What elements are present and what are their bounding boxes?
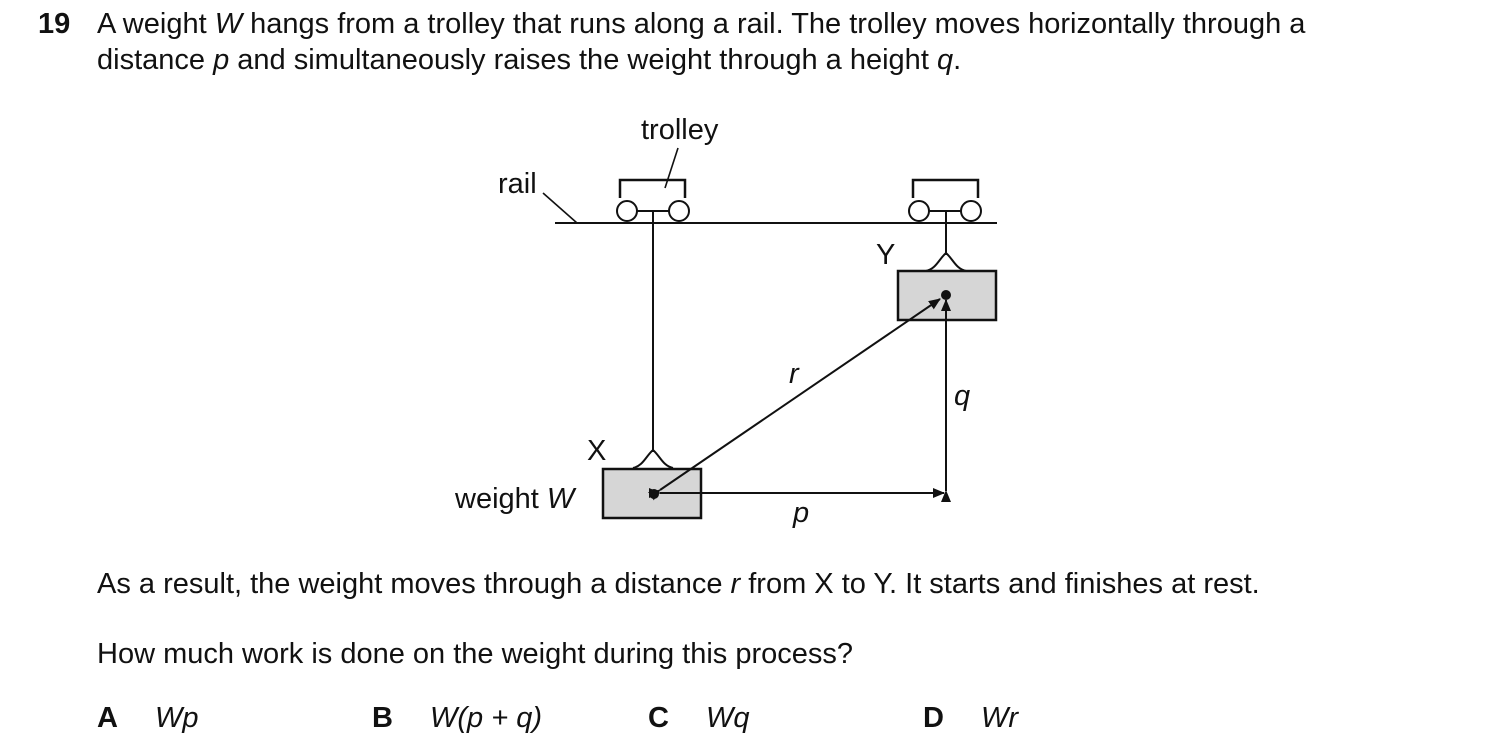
stem-text: and simultaneously raises the weight thr… (229, 44, 937, 76)
trolley-wheel (668, 200, 690, 222)
stem-symbol-p: p (213, 44, 230, 76)
option-text: Wr (981, 702, 1019, 734)
arrow-r (648, 298, 941, 501)
option-a[interactable]: A Wp (97, 700, 199, 736)
label-weight-text: weight (454, 483, 547, 515)
label-p: p (792, 497, 809, 529)
label-q: q (954, 380, 970, 412)
point-y-dot (941, 290, 951, 300)
trolley-wheel (908, 200, 930, 222)
stem-text: . (953, 44, 962, 76)
option-text: W(p + q) (430, 702, 542, 734)
result-symbol-r: r (730, 568, 741, 600)
stem-text: A weight (97, 8, 215, 40)
option-text: Wp (155, 702, 199, 734)
option-letter: D (923, 702, 944, 734)
trolley-wheel (616, 200, 638, 222)
trolley-at-y (908, 178, 982, 222)
result-sentence: As a result, the weight moves through a … (97, 566, 1260, 602)
hook-y (925, 251, 967, 272)
trolley-wheel (960, 200, 982, 222)
trolley-leader-line (664, 147, 679, 189)
option-b[interactable]: B W(p + q) (372, 700, 542, 736)
stem-symbol-w: W (214, 8, 243, 40)
option-c[interactable]: C Wq (648, 700, 750, 736)
label-x: X (587, 435, 606, 467)
label-y: Y (876, 239, 895, 271)
question-number: 19 (38, 8, 71, 40)
point-x-dot (649, 489, 659, 499)
hook-x (632, 448, 674, 469)
stem-symbol-q: q (936, 44, 954, 76)
label-r: r (789, 358, 800, 390)
question-stem-line-1: A weight W hangs from a trolley that run… (97, 6, 1477, 42)
trolley-at-x (616, 178, 690, 222)
question-stem: A weight W hangs from a trolley that run… (97, 6, 1477, 78)
stem-text: hangs from a trolley that runs along a r… (242, 8, 1306, 40)
option-letter: C (648, 702, 669, 734)
option-text: Wq (706, 702, 750, 734)
rail-label: rail (498, 168, 537, 200)
label-weight-symbol: W (547, 483, 577, 515)
option-letter: B (372, 702, 393, 734)
option-letter: A (97, 702, 118, 734)
question-stem-line-2: distance p and simultaneously raises the… (97, 42, 1477, 78)
rail-leader-line (542, 192, 578, 224)
trolley-label: trolley (641, 114, 719, 146)
result-text: As a result, the weight moves through a … (97, 568, 731, 600)
stem-text: distance (97, 44, 214, 76)
question-prompt: How much work is done on the weight duri… (97, 638, 853, 670)
result-text: from X to Y. It starts and finishes at r… (740, 568, 1260, 600)
option-d[interactable]: D Wr (923, 700, 1018, 736)
label-weight: weight W (454, 483, 577, 515)
